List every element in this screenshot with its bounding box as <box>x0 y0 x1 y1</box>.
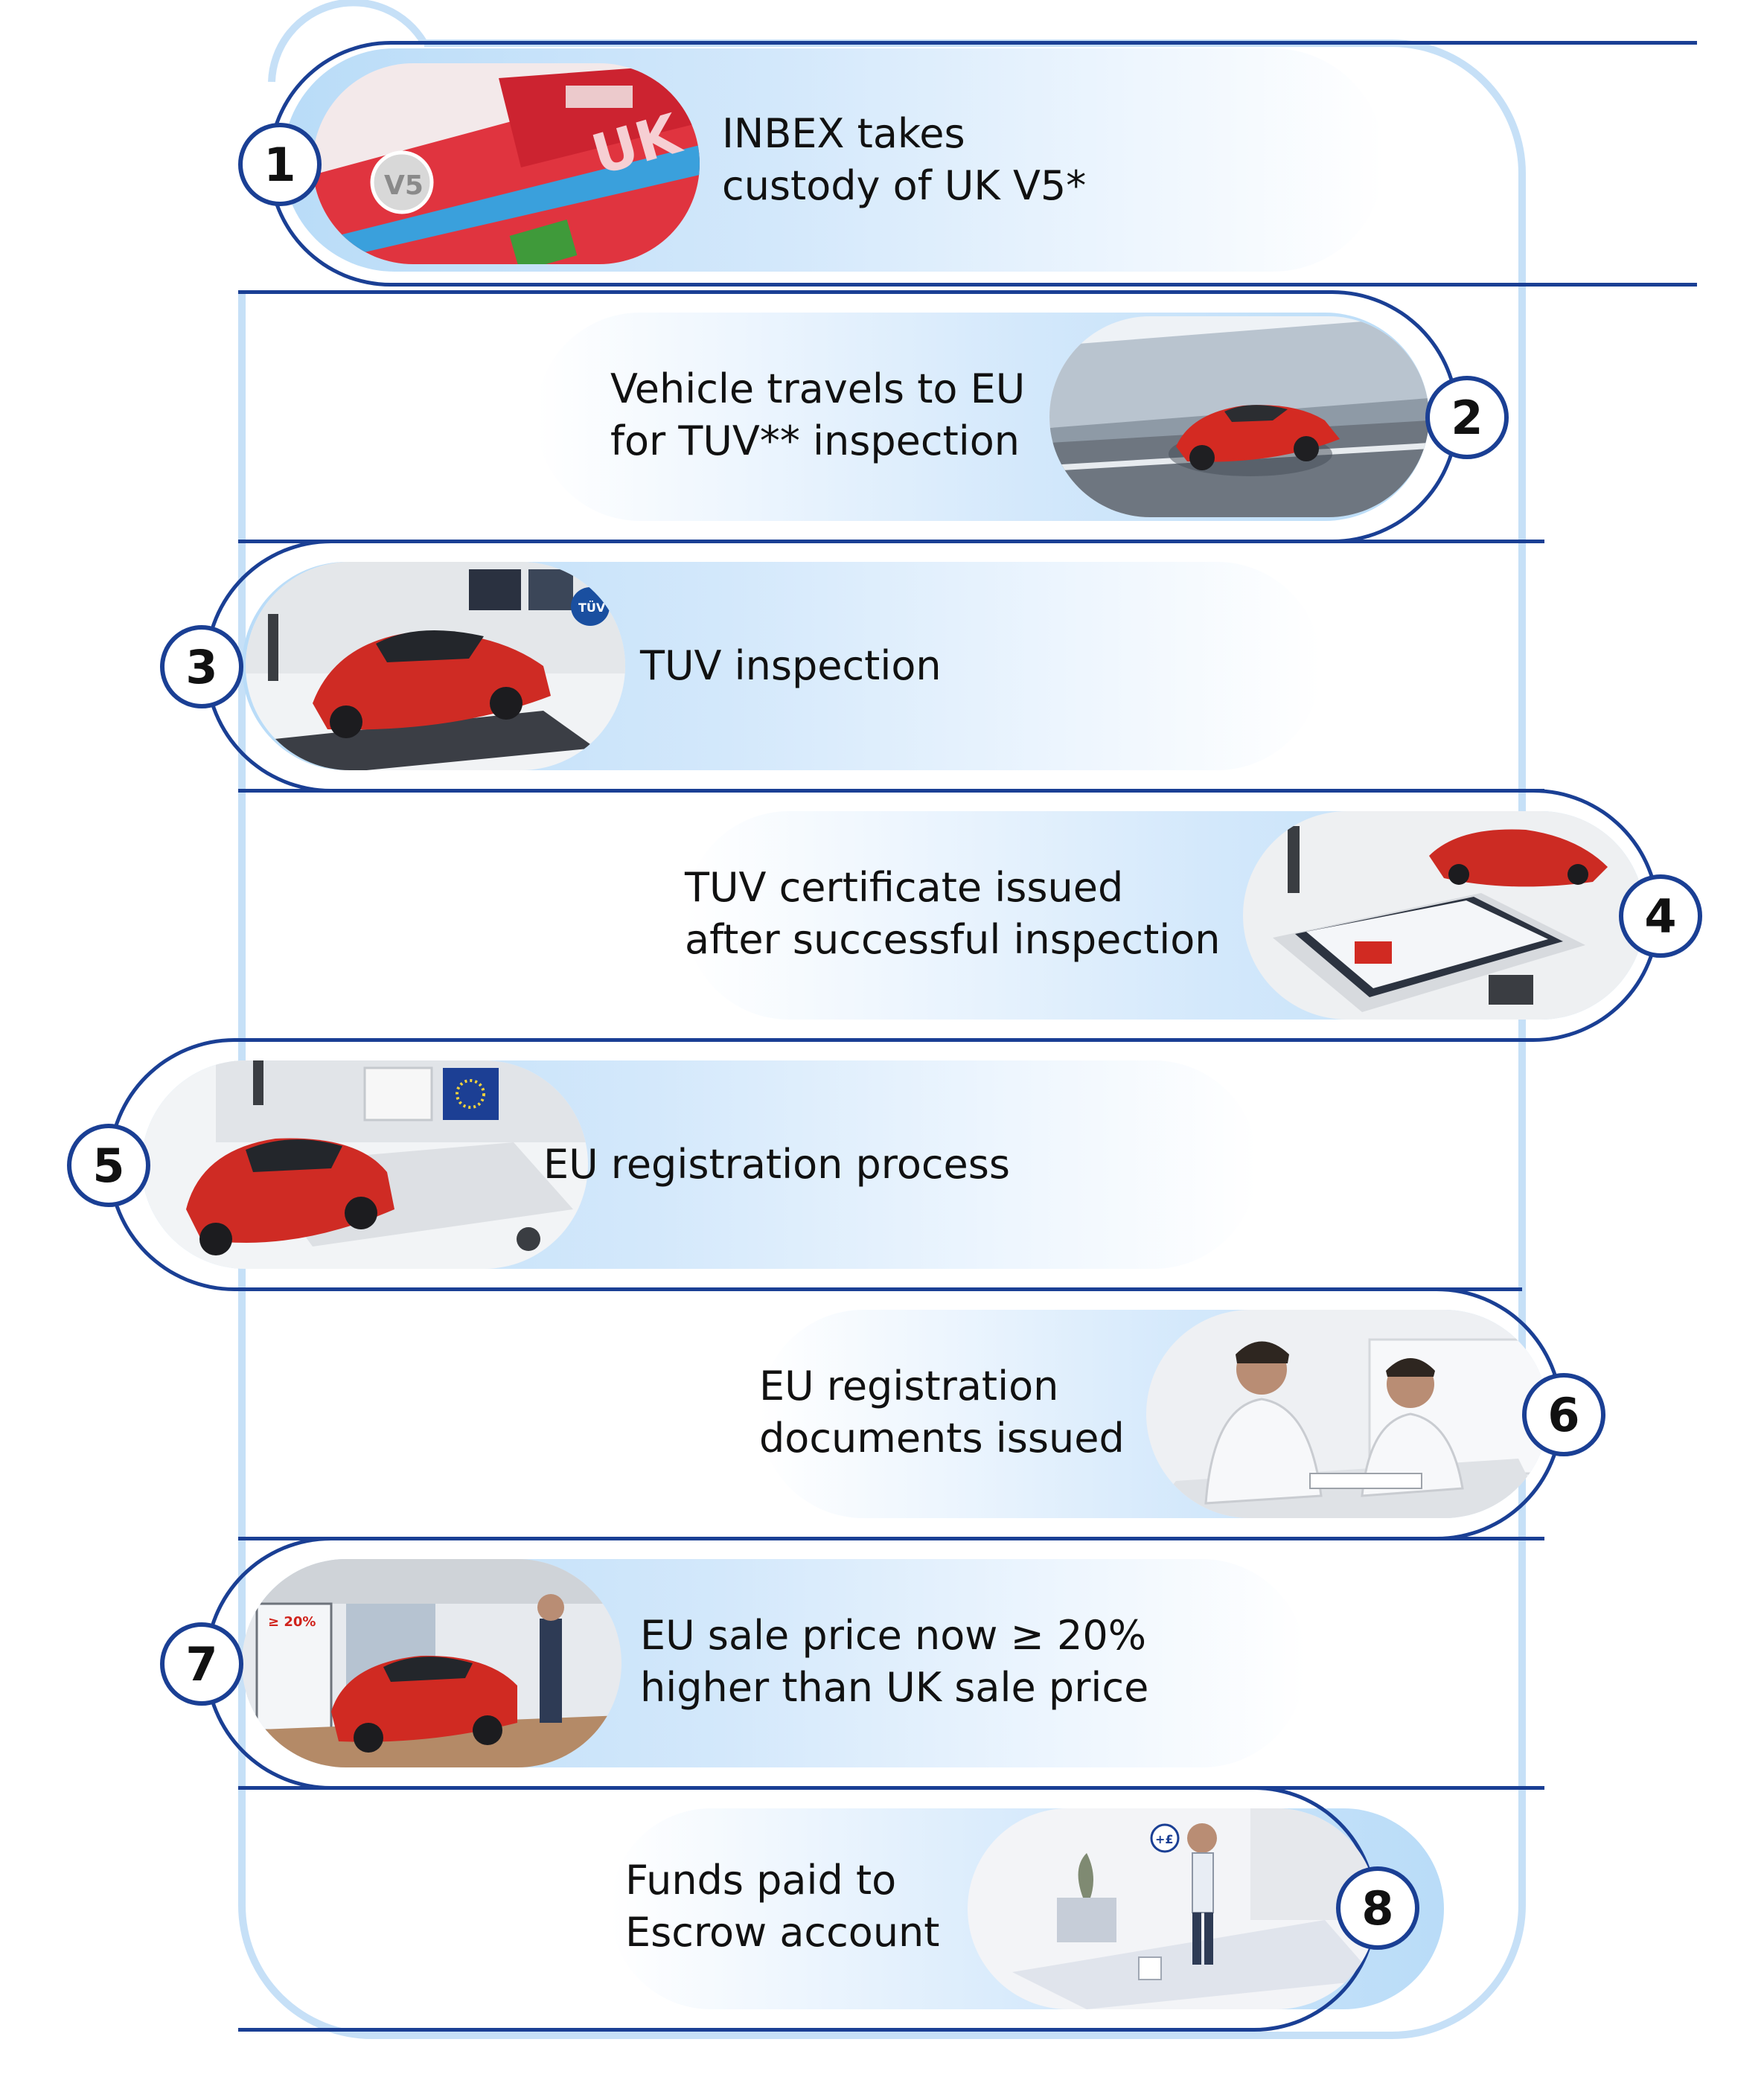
step-number-8: 8 <box>1336 1866 1419 1950</box>
v5-badge-text: V5 <box>384 170 424 201</box>
car-coastal-road-photo <box>1049 316 1429 517</box>
step-7-label: EU sale price now ≥ 20%higher than UK sa… <box>640 1612 1149 1711</box>
car-dealership-photo: ≥ 20% <box>242 1559 621 1767</box>
inspection-garage-photo: TÜV <box>246 562 625 770</box>
office-documents-photo <box>1146 1310 1548 1518</box>
step-number-7: 7 <box>160 1622 243 1706</box>
tuv-badge-text: TÜV <box>578 601 606 615</box>
step-number-1: 1 <box>238 123 322 206</box>
v5-document-photo: V5 UK <box>313 63 700 264</box>
step-3: TÜV 3 TUV inspection <box>160 540 1544 793</box>
escrow-payment-photo: +£ <box>968 1808 1377 2009</box>
step-number-3: 3 <box>160 625 243 708</box>
eu-registration-showroom-photo <box>141 1060 588 1269</box>
step-3-label: TUV inspection <box>640 642 942 689</box>
step-number-4: 4 <box>1619 874 1702 958</box>
step-5-label: EU registration process <box>543 1141 1011 1188</box>
funds-bubble-text: +£ <box>1155 1832 1174 1846</box>
certificate-screen-photo <box>1243 811 1645 1020</box>
step-5: 5 EU registration process <box>67 1038 1522 1291</box>
step-number-6: 6 <box>1522 1373 1605 1456</box>
step-number-2: 2 <box>1425 376 1509 459</box>
step-number-5: 5 <box>67 1124 150 1207</box>
price-tag-text: ≥ 20% <box>268 1614 316 1630</box>
step-7: ≥ 20% 7 EU sale price now ≥ 20%higher th… <box>160 1537 1544 1790</box>
